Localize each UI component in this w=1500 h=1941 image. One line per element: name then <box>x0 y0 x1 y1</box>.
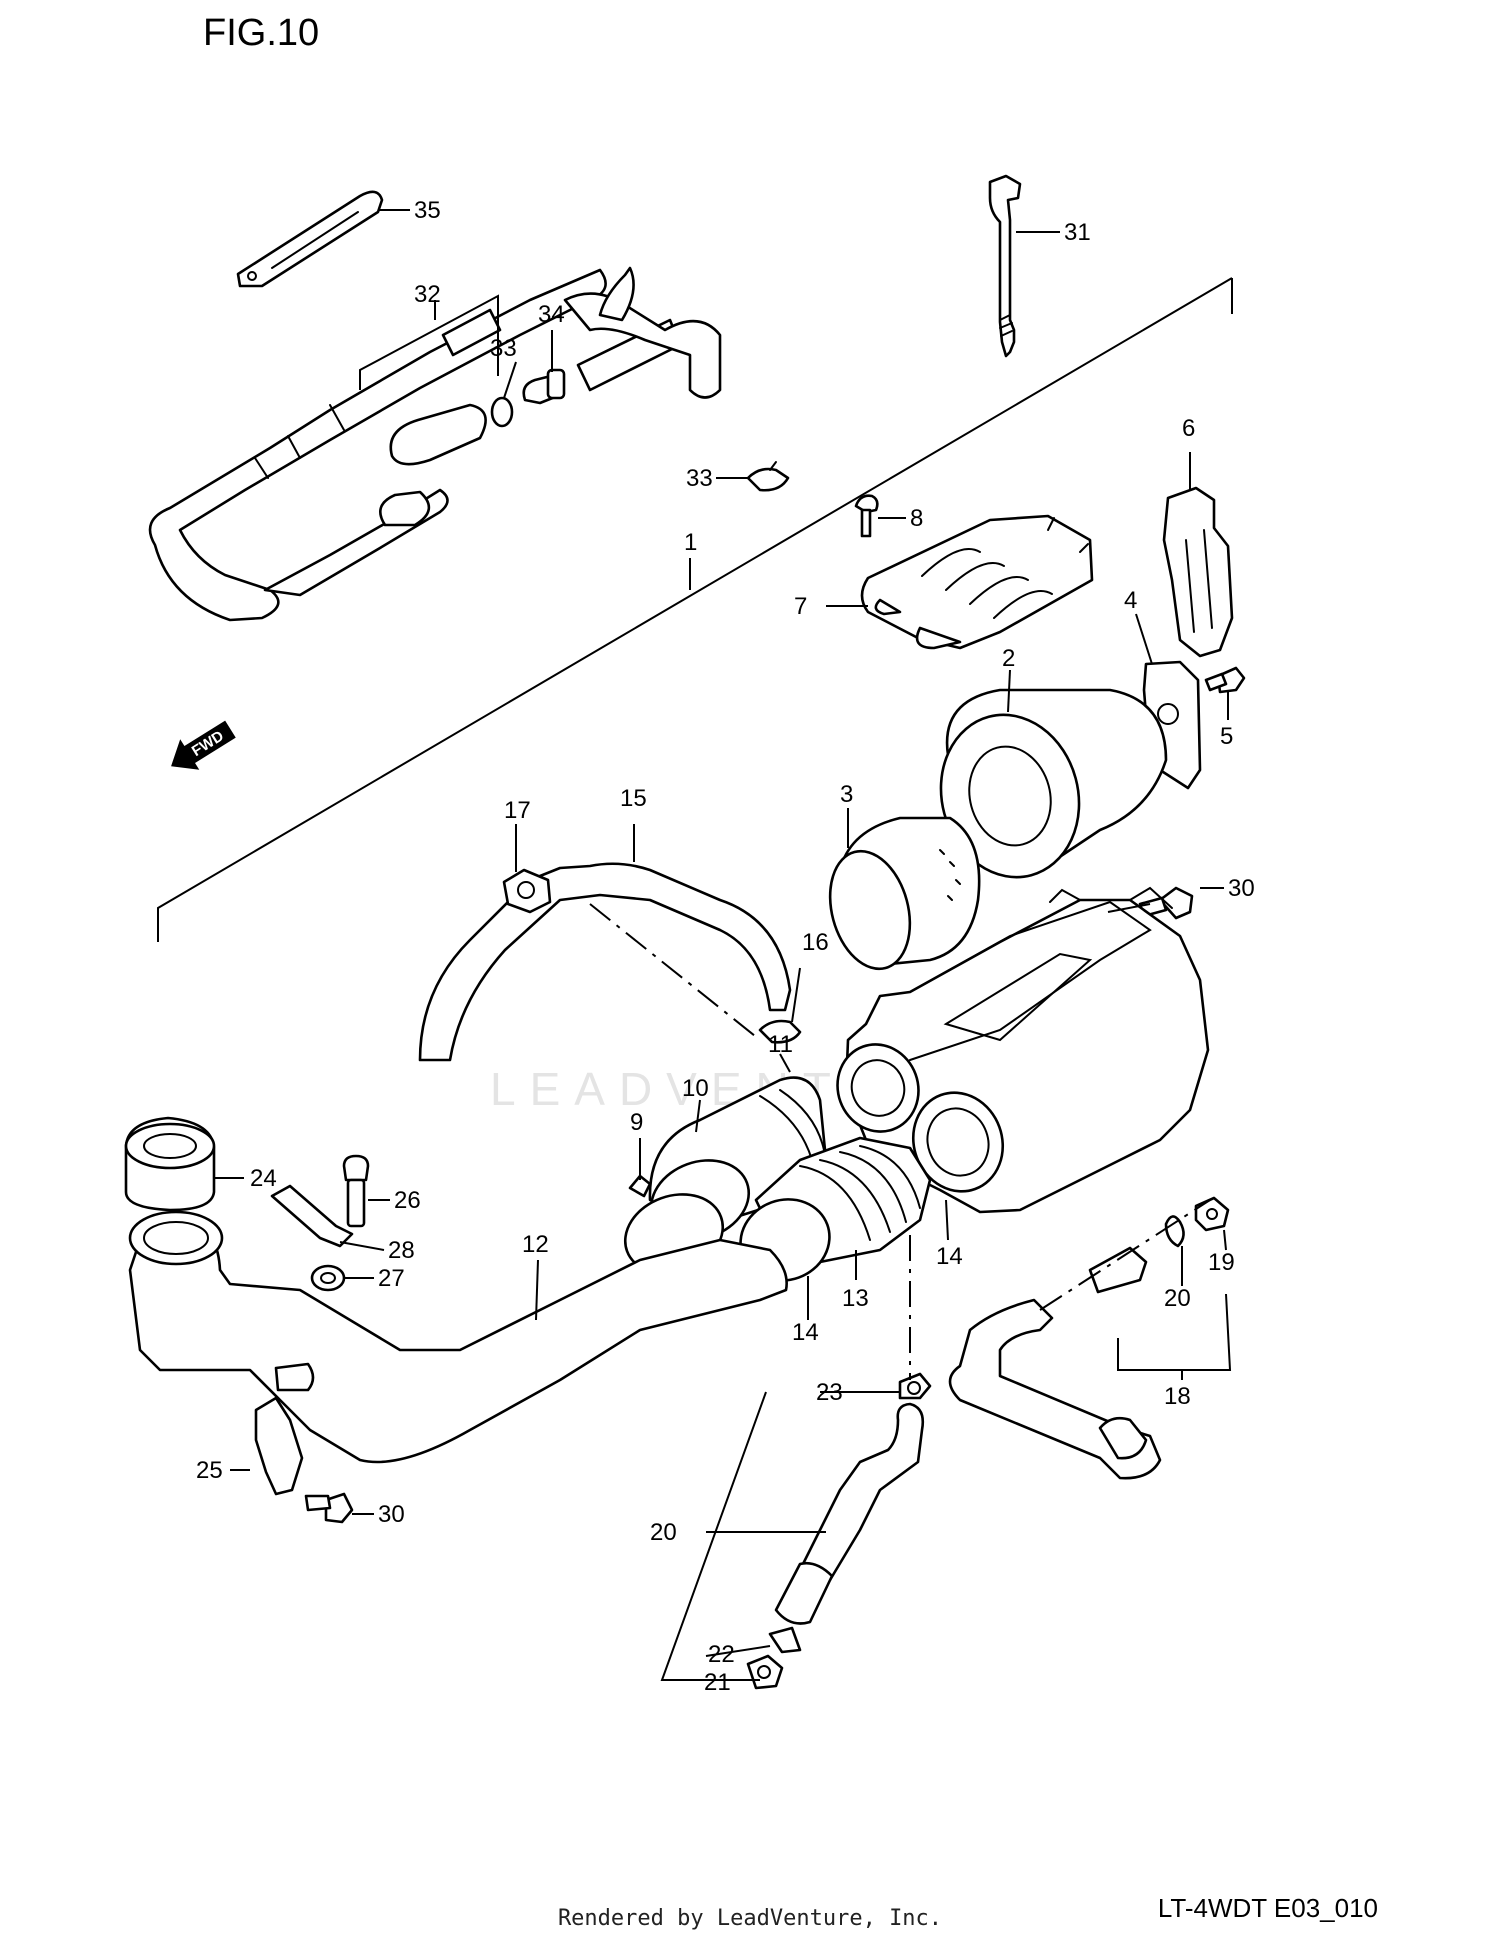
callout-29: 28 <box>388 1237 415 1264</box>
part-cover-7 <box>860 514 1094 650</box>
part-air-cleaner-case <box>836 886 1210 1214</box>
diagram-code: LT-4WDT E03_010 <box>1157 1893 1378 1923</box>
part-grommet-25 <box>124 1116 216 1212</box>
part-clip-33b <box>746 461 790 492</box>
callout-12: 12 <box>522 1231 549 1258</box>
part-clip-20 <box>1164 1215 1185 1248</box>
fwd-arrow-icon: FWD <box>171 720 236 770</box>
part-clip-33a <box>490 396 514 428</box>
part-breather-hose-15 <box>418 862 792 1062</box>
part-drain-tube-21 <box>774 1402 925 1625</box>
part-clamp-17 <box>502 868 552 914</box>
part-clamp-19 <box>1194 1196 1230 1232</box>
render-credit: Rendered by LeadVenture, Inc. <box>557 1906 943 1931</box>
callout-23: 22 <box>708 1641 735 1668</box>
part-clip-23 <box>768 1626 802 1654</box>
callout-16: 16 <box>802 929 829 956</box>
callout-14a: 14 <box>936 1243 963 1270</box>
part-clamp-22 <box>746 1654 784 1690</box>
part-boot-13 <box>739 1136 932 1282</box>
callout-6: 6 <box>1182 415 1195 442</box>
callout-33b: 33 <box>686 465 713 492</box>
figure-title: FIG.10 <box>203 12 320 54</box>
assembly-dash-lines <box>589 903 1211 1380</box>
callout-2: 2 <box>1002 645 1015 672</box>
callout-10: 10 <box>682 1075 709 1102</box>
callout-27: 26 <box>394 1187 421 1214</box>
callout-28: 27 <box>378 1265 405 1292</box>
part-cage-3 <box>828 816 981 971</box>
callout-34: 34 <box>538 301 565 328</box>
part-hose-set-32 <box>148 266 722 622</box>
callout-33a: 33 <box>490 335 517 362</box>
callout-25: 24 <box>250 1165 277 1192</box>
callout-30b: 30 <box>378 1501 405 1528</box>
callout-11: 11 <box>768 1031 793 1058</box>
callout-14b: 14 <box>792 1319 819 1346</box>
part-air-filter-2 <box>939 688 1168 879</box>
part-bolt-5 <box>1204 666 1246 694</box>
part-clip-29 <box>270 1184 354 1248</box>
part-bolt-30b <box>304 1492 354 1524</box>
part-drain-hose-18 <box>948 1246 1162 1480</box>
part-screw-8 <box>854 494 879 538</box>
part-cable-tie-31 <box>988 174 1022 358</box>
callouts: 35 31 32 34 33 33 8 7 6 1 4 2 5 3 17 15 … <box>196 197 1255 1696</box>
callout-7: 7 <box>794 593 807 620</box>
part-clip-9 <box>628 1174 652 1198</box>
callout-19: 19 <box>1208 1249 1235 1276</box>
callout-4: 4 <box>1124 587 1137 614</box>
part-bracket-26 <box>254 1396 304 1496</box>
callout-9: 9 <box>630 1109 643 1136</box>
callout-35: 35 <box>414 197 441 224</box>
part-fitting-34 <box>522 368 566 405</box>
part-clamp-24 <box>898 1372 932 1400</box>
part-intake-duct-12 <box>128 1210 788 1464</box>
callout-26: 25 <box>196 1457 223 1484</box>
callout-15: 15 <box>620 785 647 812</box>
callout-18: 18 <box>1164 1383 1191 1410</box>
callout-22: 21 <box>704 1669 731 1696</box>
part-cap-16 <box>758 1019 802 1044</box>
callout-8: 8 <box>910 505 923 532</box>
callout-1: 1 <box>684 529 697 556</box>
leader-lines <box>214 209 1232 1681</box>
callout-17: 17 <box>504 797 531 824</box>
callout-13: 13 <box>842 1285 869 1312</box>
part-holder-6 <box>1162 486 1234 658</box>
assembly-bracket-1 <box>157 277 1233 942</box>
part-bolt-30a <box>1138 886 1194 920</box>
callout-20: 20 <box>1164 1285 1191 1312</box>
part-bolt-27 <box>342 1154 370 1228</box>
callout-30a: 30 <box>1228 875 1255 902</box>
part-washer-28 <box>310 1264 346 1292</box>
callout-21: 20 <box>650 1519 677 1546</box>
part-strap-35 <box>236 190 384 288</box>
callout-5: 5 <box>1220 723 1233 750</box>
callout-32: 32 <box>414 281 441 308</box>
callout-24: 23 <box>816 1379 843 1406</box>
callout-3: 3 <box>840 781 853 808</box>
callout-31: 31 <box>1064 219 1091 246</box>
